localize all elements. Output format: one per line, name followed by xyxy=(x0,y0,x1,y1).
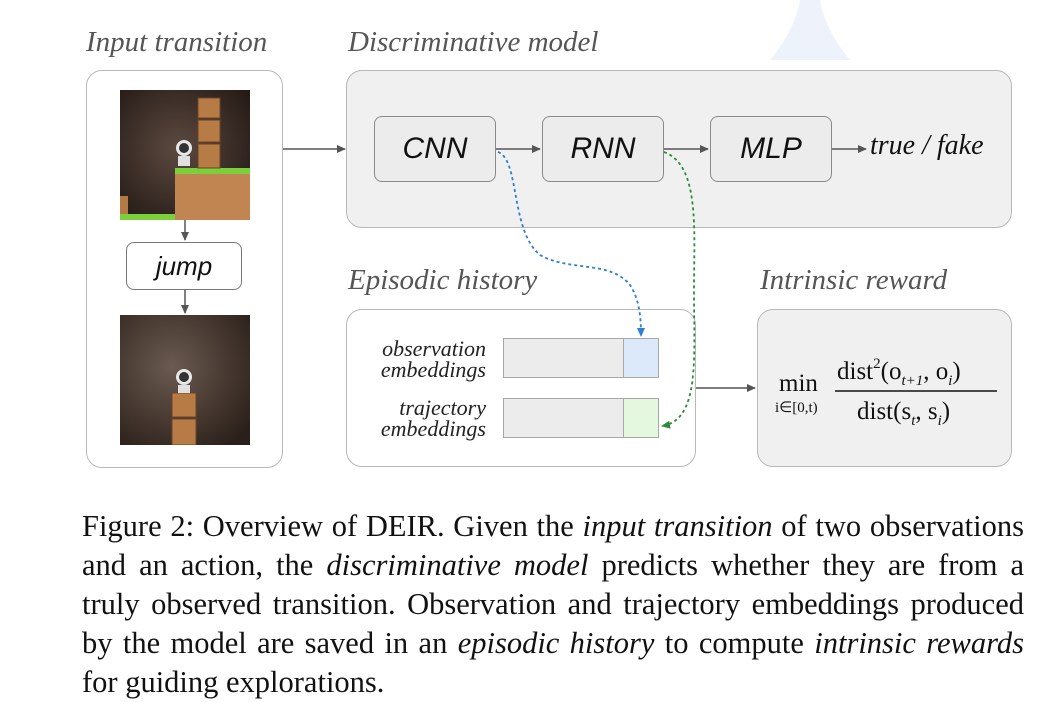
observation-label-line1: observation xyxy=(382,336,486,361)
intrinsic-reward-label: Intrinsic reward xyxy=(760,264,948,296)
caption-em-input-transition: input transition xyxy=(582,509,773,543)
formula-num-comma: , o xyxy=(923,358,948,385)
formula-den-close: ) xyxy=(942,398,950,425)
formula-den-sub1: t xyxy=(911,413,916,429)
intrinsic-reward-panel xyxy=(757,309,1012,467)
trajectory-embeddings-bar xyxy=(503,398,625,438)
input-transition-label: Input transition xyxy=(86,26,268,58)
formula-min-subscript: i∈[0,t) xyxy=(775,400,818,416)
observation-embeddings-label: observation embeddings xyxy=(350,336,486,382)
formula-den-dist: dist(s xyxy=(857,398,911,425)
formula-denominator: dist(st, si) xyxy=(857,398,950,429)
watermark-shape xyxy=(770,0,850,60)
formula-num-sup: 2 xyxy=(873,356,881,372)
game-frame-after-icon xyxy=(120,315,250,445)
caption-lead: Figure 2: Overview of DEIR. Given the xyxy=(82,509,583,543)
caption-em-intrinsic-rewards: intrinsic rewards xyxy=(814,626,1025,660)
rnn-label: RNN xyxy=(570,132,636,165)
trajectory-label-line1: trajectory xyxy=(399,395,486,420)
formula-num-sub1: t+1 xyxy=(901,373,923,389)
formula-num-dist: dist xyxy=(837,358,873,385)
formula-numerator: dist2(ot+1, oi) xyxy=(837,356,961,389)
cnn-label: CNN xyxy=(402,132,468,165)
action-jump-node: jump xyxy=(126,242,242,290)
formula-num-open: (o xyxy=(881,358,902,385)
formula-min: min xyxy=(779,370,818,397)
output-label: true / fake xyxy=(870,130,984,161)
trajectory-label-line2: embeddings xyxy=(380,416,486,441)
mlp-node: MLP xyxy=(710,116,832,182)
observation-new-embedding-cell xyxy=(623,338,659,378)
formula-num-sub2: i xyxy=(948,373,952,389)
caption-em-episodic-history: episodic history xyxy=(457,626,655,660)
episodic-history-label: Episodic history xyxy=(348,264,538,296)
trajectory-new-embedding-cell xyxy=(623,398,659,438)
caption-t4: to compute xyxy=(654,626,815,660)
cnn-node: CNN xyxy=(374,116,496,182)
episodic-history-panel xyxy=(346,309,696,467)
caption-em-discriminative-model: discriminative model xyxy=(326,548,589,582)
trajectory-embeddings-label: trajectory embeddings xyxy=(350,395,486,441)
rnn-node: RNN xyxy=(542,116,664,182)
figure-caption: Figure 2: Overview of DEIR. Given the in… xyxy=(82,507,1024,702)
formula-den-comma: , s xyxy=(915,398,937,425)
formula-num-close: ) xyxy=(952,358,960,385)
mlp-label: MLP xyxy=(740,132,802,165)
action-jump-label: jump xyxy=(155,250,213,281)
observation-label-line2: embeddings xyxy=(380,357,486,382)
caption-t2: of two observations and an action, the xyxy=(82,509,1024,582)
caption-t5: for guiding explorations. xyxy=(82,665,385,699)
game-frame-before-icon xyxy=(120,90,250,220)
caption-t3: predicts whether they are from a truly o… xyxy=(82,548,1024,660)
observation-embeddings-bar xyxy=(503,338,625,378)
discriminative-model-label: Discriminative model xyxy=(348,26,599,58)
intrinsic-reward-formula: min i∈[0,t) dist2(ot+1, oi) dist(st, si) xyxy=(775,356,997,429)
formula-den-sub2: i xyxy=(938,413,942,429)
